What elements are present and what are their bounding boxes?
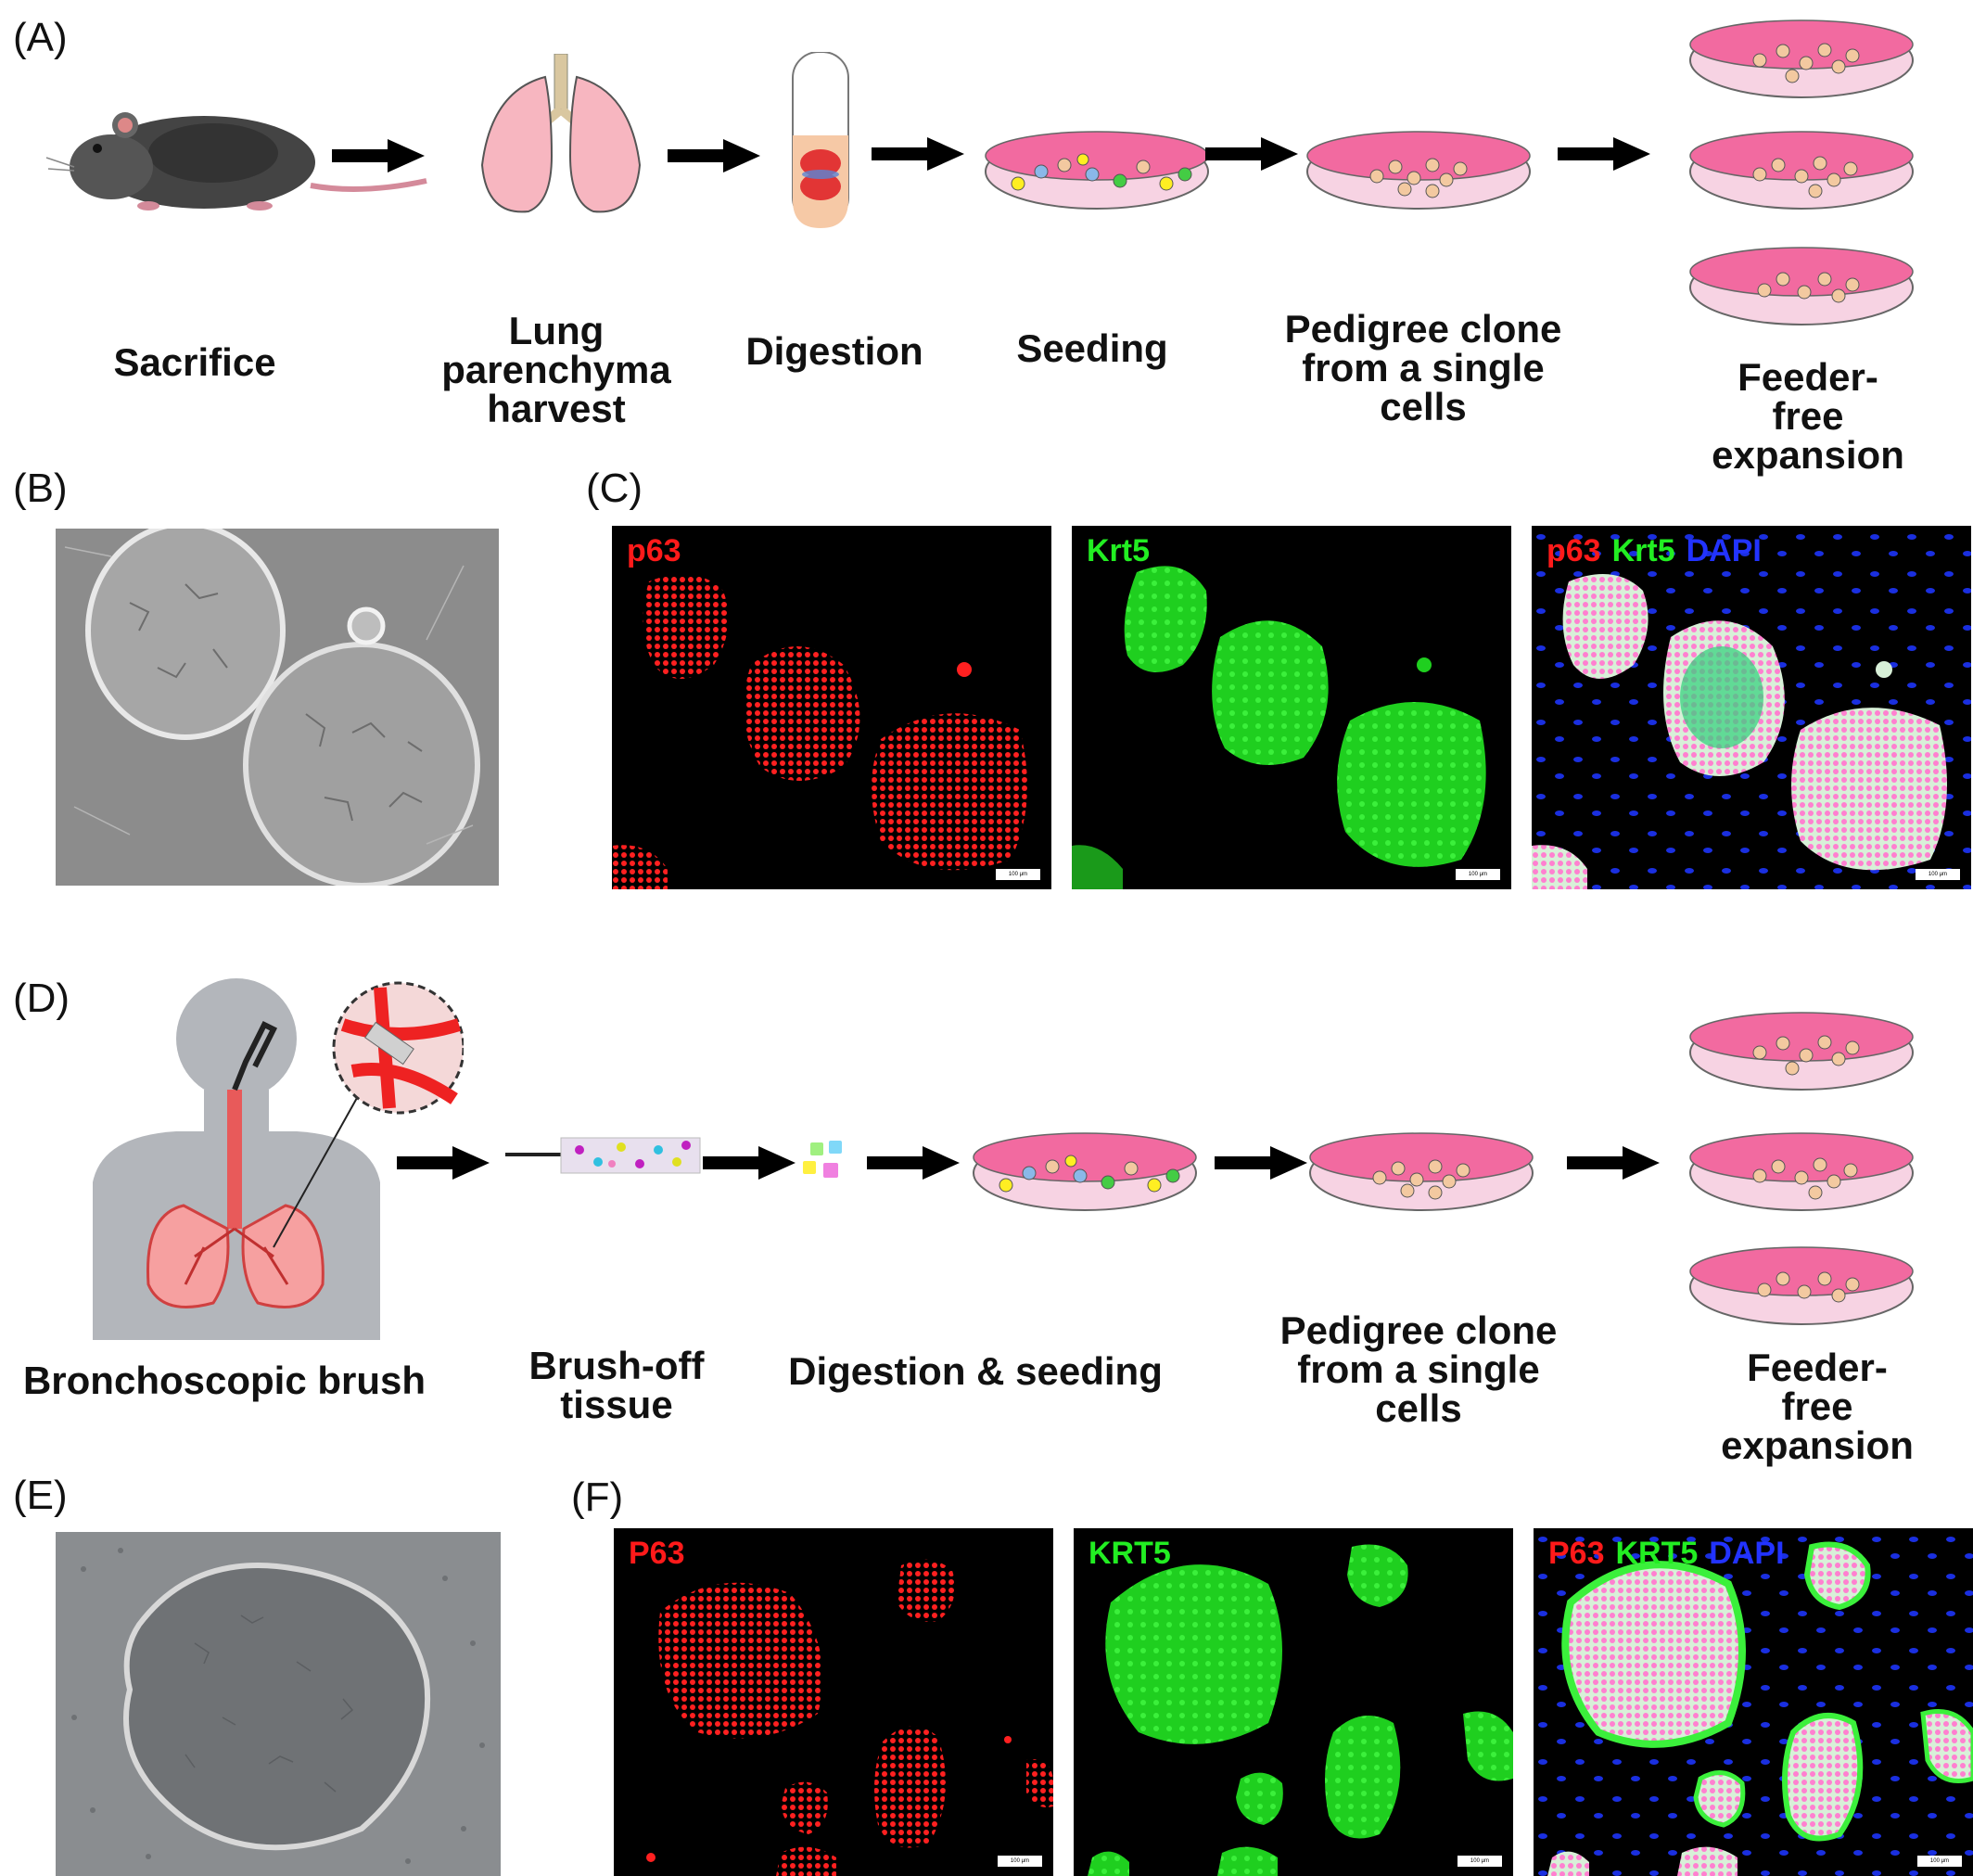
- scale-bar-f2: 100 μm: [1457, 1856, 1502, 1867]
- phase-contrast-image-b: [56, 529, 499, 886]
- stain-c3-labels: p63 Krt5 DAPI: [1547, 533, 1773, 569]
- stain-c3-label-0: p63: [1547, 533, 1601, 568]
- stain-f3-label-0: P63: [1548, 1536, 1605, 1571]
- step-d-digestion-seeding: Digestion & seeding: [788, 1349, 1163, 1393]
- stain-image-f-p63: P63 100 μm: [614, 1528, 1053, 1876]
- step-a-lung-harvest: Lung parenchyma harvest: [441, 312, 670, 428]
- stain-c1-label-0: p63: [627, 533, 681, 568]
- phase-contrast-image-e: [56, 1532, 501, 1876]
- stain-image-f-krt5: KRT5 100 μm: [1074, 1528, 1513, 1876]
- stain-f1-labels: P63: [629, 1536, 696, 1572]
- stain-image-c-krt5: Krt5 100 μm: [1072, 526, 1511, 889]
- expansion-dish-a2: [1686, 121, 1917, 213]
- human-bronchoscopy-icon: [74, 969, 464, 1340]
- expansion-dish-d3: [1686, 1236, 1917, 1329]
- step-a-seeding: Seeding: [1016, 326, 1168, 370]
- seeding-dish-a: [981, 121, 1213, 213]
- stain-image-f-merge: P63 KRT5 DAPI 100 μm: [1534, 1528, 1973, 1876]
- scale-bar-f3: 100 μm: [1917, 1856, 1962, 1867]
- step-d-pedigree: Pedigree clone from a single cells: [1280, 1311, 1558, 1428]
- stain-c2-labels: Krt5: [1087, 533, 1161, 569]
- arrow-d5: [1567, 1146, 1660, 1180]
- mouse-icon: [37, 93, 445, 213]
- stain-c2-label-0: Krt5: [1087, 533, 1151, 568]
- expansion-dish-d2: [1686, 1122, 1917, 1215]
- step-d-brush-off-text: Brush-off tissue: [528, 1344, 705, 1426]
- arrow-d4: [1215, 1146, 1307, 1180]
- stain-f2-label-0: KRT5: [1088, 1536, 1171, 1571]
- panel-b-letter: (B): [13, 466, 68, 511]
- panel-c-letter: (C): [586, 466, 643, 511]
- panel-f-letter: (F): [571, 1474, 624, 1520]
- stain-f3-label-1: KRT5: [1615, 1536, 1699, 1571]
- stain-c3-label-1: Krt5: [1611, 533, 1675, 568]
- expansion-dish-a3: [1686, 236, 1917, 329]
- scale-bar-c3: 100 μm: [1916, 869, 1960, 880]
- arrow-d3: [867, 1146, 960, 1180]
- step-a-digestion: Digestion: [745, 329, 923, 373]
- stain-f1-label-0: P63: [629, 1536, 685, 1571]
- digested-cells-icon: [799, 1139, 855, 1185]
- arrow-a4: [1205, 137, 1298, 171]
- step-d-pedigree-text: Pedigree clone from a single cells: [1279, 1308, 1558, 1430]
- seeding-dish-d: [969, 1122, 1201, 1215]
- scale-bar-c1: 100 μm: [996, 869, 1040, 880]
- digestion-tube-icon: [788, 52, 853, 237]
- brush-icon: [505, 1127, 709, 1201]
- step-d-expansion: Feeder-free expansion: [1721, 1348, 1914, 1465]
- stain-f3-labels: P63 KRT5 DAPI: [1548, 1536, 1796, 1572]
- arrow-a2: [668, 139, 760, 172]
- scale-bar-c2: 100 μm: [1456, 869, 1500, 880]
- lungs-icon: [473, 54, 649, 230]
- arrow-a3: [872, 137, 964, 171]
- clone-dish-d: [1305, 1122, 1537, 1215]
- stain-c3-label-2: DAPI: [1686, 533, 1762, 568]
- expansion-dish-d1: [1686, 1002, 1917, 1094]
- panel-a-letter: (A): [13, 15, 68, 60]
- step-d-brush-off: Brush-off tissue: [529, 1346, 705, 1424]
- stain-f2-labels: KRT5: [1088, 1536, 1182, 1572]
- arrow-a5: [1558, 137, 1650, 171]
- stain-f3-label-2: DAPI: [1709, 1536, 1785, 1571]
- panel-d-letter: (D): [13, 976, 70, 1021]
- stain-c1-labels: p63: [627, 533, 693, 569]
- step-a-pedigree: Pedigree clone from a single cells: [1285, 310, 1562, 427]
- expansion-dish-a1: [1686, 9, 1917, 102]
- panel-e-letter: (E): [13, 1473, 68, 1518]
- clone-dish-a: [1303, 121, 1534, 213]
- step-d-bronchoscopic-brush: Bronchoscopic brush: [22, 1359, 426, 1402]
- arrow-d1: [397, 1146, 490, 1180]
- step-a-pedigree-text: Pedigree clone from a single cells: [1284, 307, 1562, 428]
- step-a-lung-harvest-text: Lung parenchyma harvest: [441, 309, 671, 430]
- step-d-expansion-text: Feeder-free expansion: [1721, 1346, 1914, 1467]
- scale-bar-f1: 100 μm: [998, 1856, 1042, 1867]
- stain-image-c-p63: p63 100 μm: [612, 526, 1051, 889]
- step-a-sacrifice: Sacrifice: [113, 340, 276, 384]
- stain-image-c-merge: p63 Krt5 DAPI 100 μm: [1532, 526, 1971, 889]
- arrow-d2: [703, 1146, 796, 1180]
- step-a-expansion: Feeder-free expansion: [1712, 358, 1904, 475]
- arrow-a1: [332, 139, 425, 172]
- step-a-expansion-text: Feeder-free expansion: [1712, 355, 1904, 477]
